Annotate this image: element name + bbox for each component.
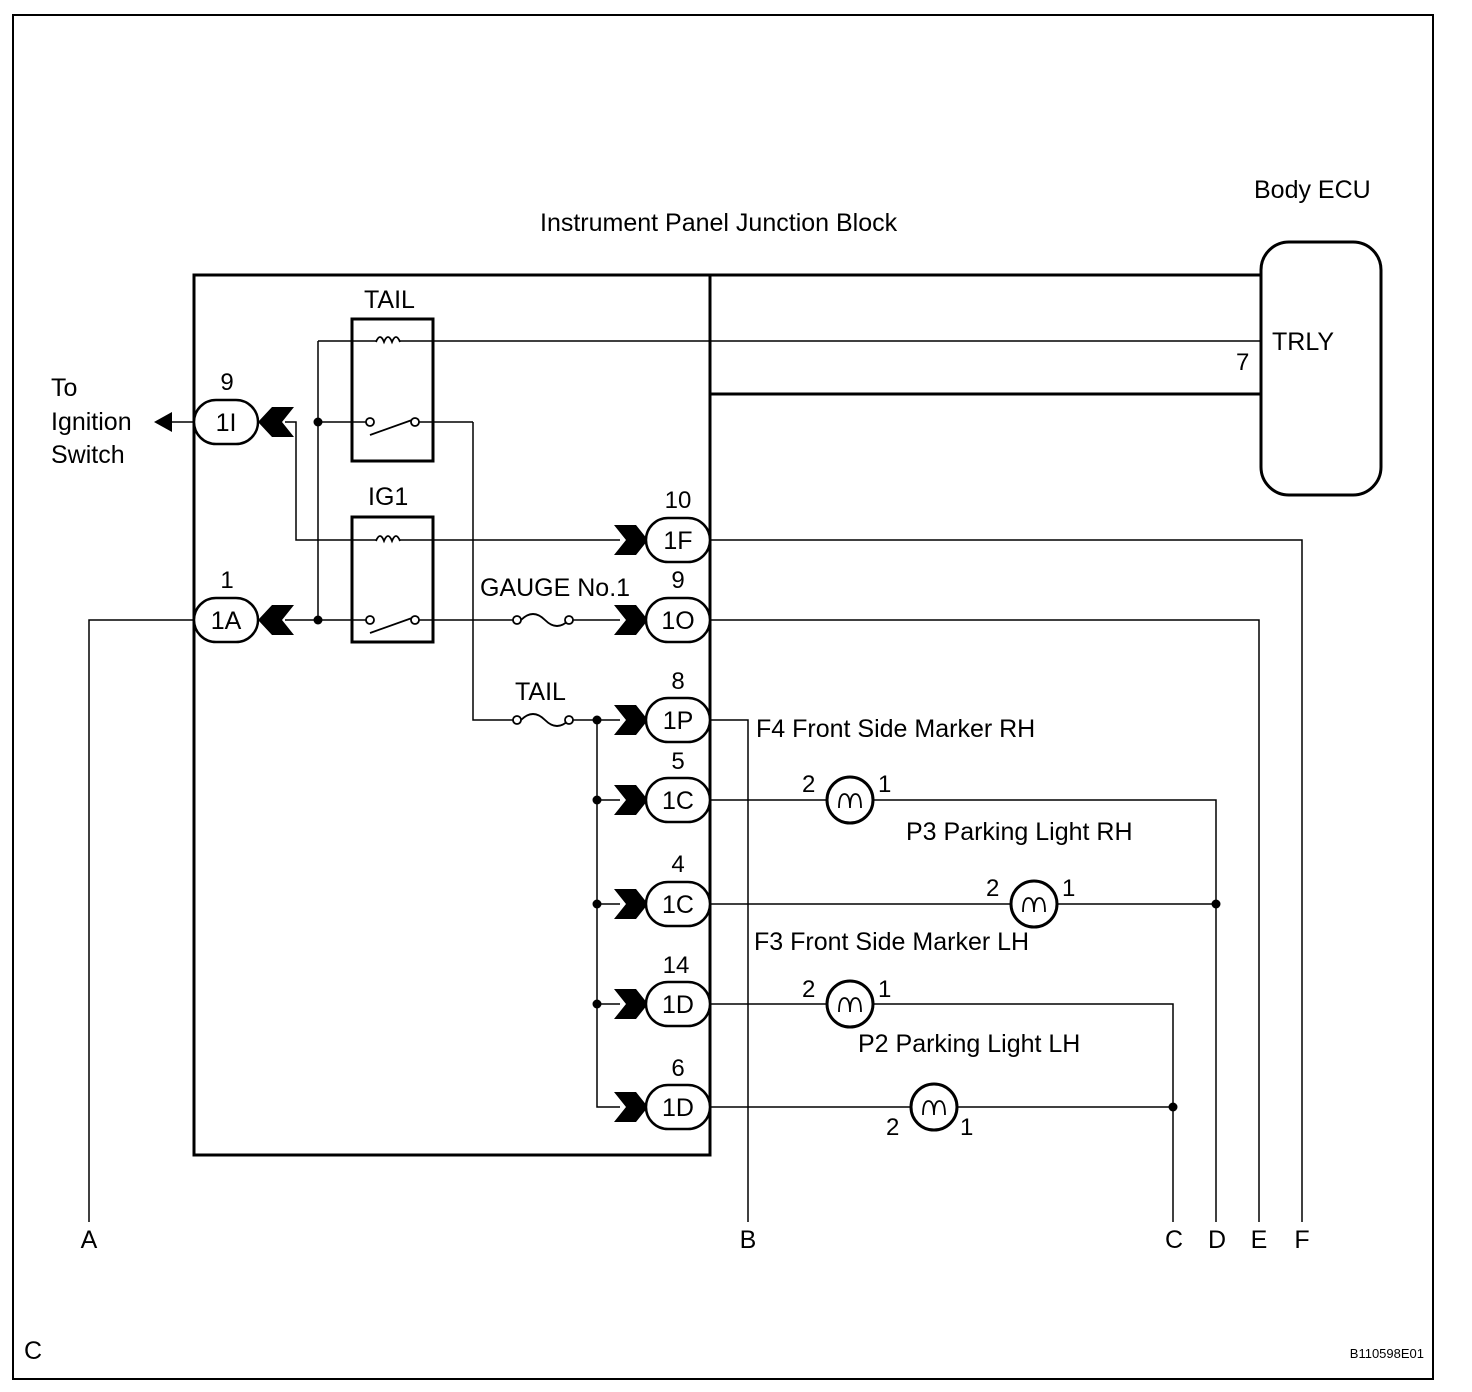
connector-chevron-icon xyxy=(614,1092,648,1122)
connector-1c-pin5: 1C 5 xyxy=(614,748,712,824)
connector-chevron-icon xyxy=(614,525,648,555)
end-label-f: F xyxy=(1294,1226,1309,1254)
ignition-label-line-2: Ignition xyxy=(51,408,132,436)
lamp-f3-pin-b: 1 xyxy=(1062,875,1075,902)
lamp-bottom-bulb-icon xyxy=(909,1082,959,1132)
svg-text:6: 6 xyxy=(671,1055,684,1082)
svg-text:9: 9 xyxy=(671,567,684,594)
tail-relay-coil xyxy=(375,336,401,345)
svg-text:1I: 1I xyxy=(216,409,237,437)
body-ecu-box xyxy=(1259,240,1383,497)
svg-text:10: 10 xyxy=(665,487,692,514)
svg-text:1P: 1P xyxy=(663,707,694,735)
connector-1d-pin14: 1D 14 xyxy=(614,952,712,1028)
tail-relay-switch xyxy=(365,417,420,436)
lamp-f3-label: F3 Front Side Marker LH xyxy=(754,928,1029,956)
ig1-relay-coil xyxy=(375,535,401,544)
svg-text:8: 8 xyxy=(671,668,684,695)
lamp-p2-label: P2 Parking Light LH xyxy=(858,1030,1080,1058)
corner-label: C xyxy=(24,1337,42,1365)
svg-text:1D: 1D xyxy=(662,991,694,1019)
tail-relay-label: TAIL xyxy=(364,286,415,314)
lamp-f4-label: F4 Front Side Marker RH xyxy=(756,715,1035,743)
connector-chevron-icon xyxy=(614,889,648,919)
connector-chevron-icon xyxy=(614,605,648,635)
lamp-p3-pin-b: 1 xyxy=(878,771,891,798)
svg-text:4: 4 xyxy=(671,851,684,878)
outer-frame xyxy=(12,14,1434,1380)
ignition-label-line-3: Switch xyxy=(51,441,125,469)
svg-text:1O: 1O xyxy=(661,607,694,635)
svg-text:1D: 1D xyxy=(662,1094,694,1122)
svg-text:9: 9 xyxy=(220,369,233,396)
connector-chevron-icon xyxy=(614,989,648,1019)
end-label-a: A xyxy=(81,1226,98,1254)
junction-block-title: Instrument Panel Junction Block xyxy=(540,209,898,237)
end-label-e: E xyxy=(1251,1226,1268,1254)
svg-text:1C: 1C xyxy=(662,787,694,815)
lamp-p2-pin-b: 1 xyxy=(878,976,891,1003)
lamp-p3-pin-a: 2 xyxy=(802,771,815,798)
ecu-power-wire xyxy=(708,392,1261,396)
connector-1i: 1I 9 xyxy=(192,369,294,446)
splice-dots xyxy=(313,417,1221,1112)
connector-1a: 1A 1 xyxy=(192,567,294,644)
ignition-arrow-icon xyxy=(154,412,172,432)
lamp-p2-pin-a: 2 xyxy=(802,976,815,1003)
svg-text:1A: 1A xyxy=(211,607,242,635)
body-ecu-terminal-label: TRLY xyxy=(1272,328,1334,356)
lamp-f3-bulb-icon xyxy=(1009,879,1059,929)
svg-text:14: 14 xyxy=(663,952,690,979)
tail-relay xyxy=(350,317,435,463)
svg-text:1: 1 xyxy=(220,567,233,594)
ignition-label-line-1: To xyxy=(51,374,77,402)
lamp-p2-bulb-icon xyxy=(825,979,875,1029)
end-label-b: B xyxy=(740,1226,757,1254)
end-label-c: C xyxy=(1165,1226,1183,1254)
ig1-relay-switch xyxy=(365,615,420,634)
connector-chevron-icon xyxy=(258,605,294,635)
connector-1o: 1O 9 xyxy=(614,567,712,644)
svg-text:5: 5 xyxy=(671,748,684,775)
thin-wires xyxy=(88,340,1303,1222)
connector-1d-pin6: 1D 6 xyxy=(614,1055,712,1131)
svg-text:1F: 1F xyxy=(663,527,692,555)
svg-text:1C: 1C xyxy=(662,891,694,919)
lamp-p3-bulb-icon xyxy=(825,775,875,825)
ig1-relay xyxy=(350,515,435,644)
lamp-f3-pin-a: 2 xyxy=(986,875,999,902)
body-ecu-pin: 7 xyxy=(1236,349,1249,376)
lamp-p3-label: P3 Parking Light RH xyxy=(906,818,1133,846)
body-ecu-title: Body ECU xyxy=(1254,176,1371,204)
connector-1f: 1F 10 xyxy=(614,487,712,564)
end-label-d: D xyxy=(1208,1226,1226,1254)
lamp-bottom-pin-a: 2 xyxy=(886,1114,899,1141)
connector-chevron-icon xyxy=(258,407,294,437)
tail-fuse-icon xyxy=(512,713,574,727)
connector-1c-pin4: 1C 4 xyxy=(614,851,712,928)
tail-fuse-label: TAIL xyxy=(515,678,566,706)
lamp-bottom-pin-b: 1 xyxy=(960,1114,973,1141)
figure-code: B110598E01 xyxy=(1350,1346,1424,1361)
gauge-fuse-icon xyxy=(512,613,574,627)
connector-1p: 1P 8 xyxy=(614,668,712,744)
connector-chevron-icon xyxy=(614,785,648,815)
ig1-relay-label: IG1 xyxy=(368,483,408,511)
connector-chevron-icon xyxy=(614,705,648,735)
gauge-fuse-label: GAUGE No.1 xyxy=(480,574,630,602)
